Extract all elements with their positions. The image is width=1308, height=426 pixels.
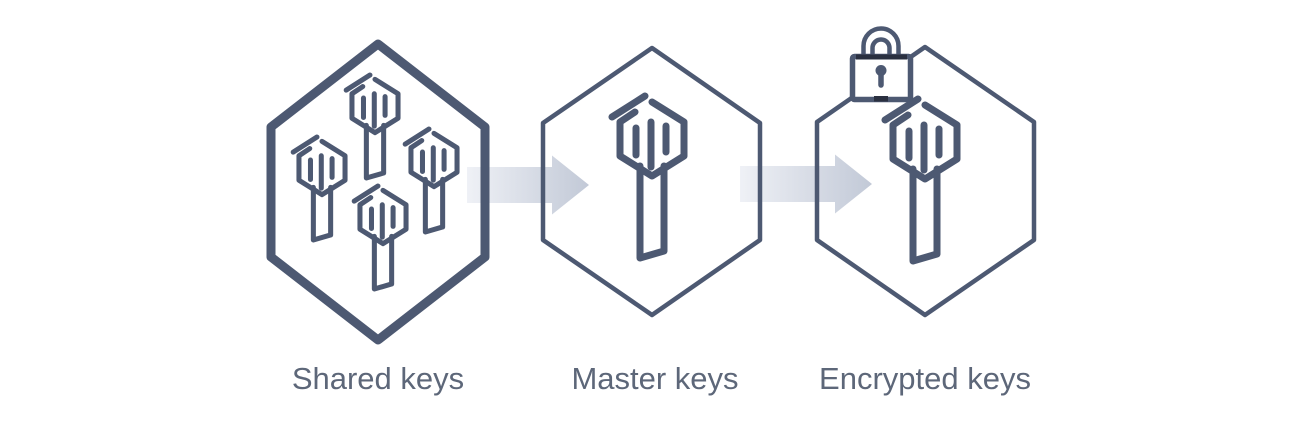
key-icon <box>293 137 345 240</box>
multiple-keys-icon <box>293 75 457 289</box>
stage-encrypted-keys <box>814 26 1037 318</box>
right-arrow-icon <box>467 155 589 215</box>
key-icon <box>354 186 406 289</box>
lock-shackle-inner <box>870 37 892 60</box>
single-key-icon <box>612 96 684 258</box>
single-key-icon <box>885 99 957 261</box>
key-icon <box>346 75 398 178</box>
lock-icon <box>849 26 914 103</box>
hexagon-encrypted-keys <box>814 44 1037 318</box>
right-arrow-icon <box>740 154 872 214</box>
stage-label-encrypted-keys: Encrypted keys <box>819 361 1031 396</box>
stage-label-shared-keys: Shared keys <box>291 361 465 396</box>
key-icon <box>405 129 457 232</box>
stage-shared-keys <box>266 39 490 345</box>
stage-label-master-keys: Master keys <box>571 361 739 396</box>
stage-master-keys <box>540 45 763 318</box>
lock-body-bottom-notch <box>874 96 888 102</box>
hexagon-shared-keys <box>266 39 490 345</box>
lock-shackle-outer <box>861 26 901 60</box>
hexagon-master-keys <box>540 45 763 318</box>
